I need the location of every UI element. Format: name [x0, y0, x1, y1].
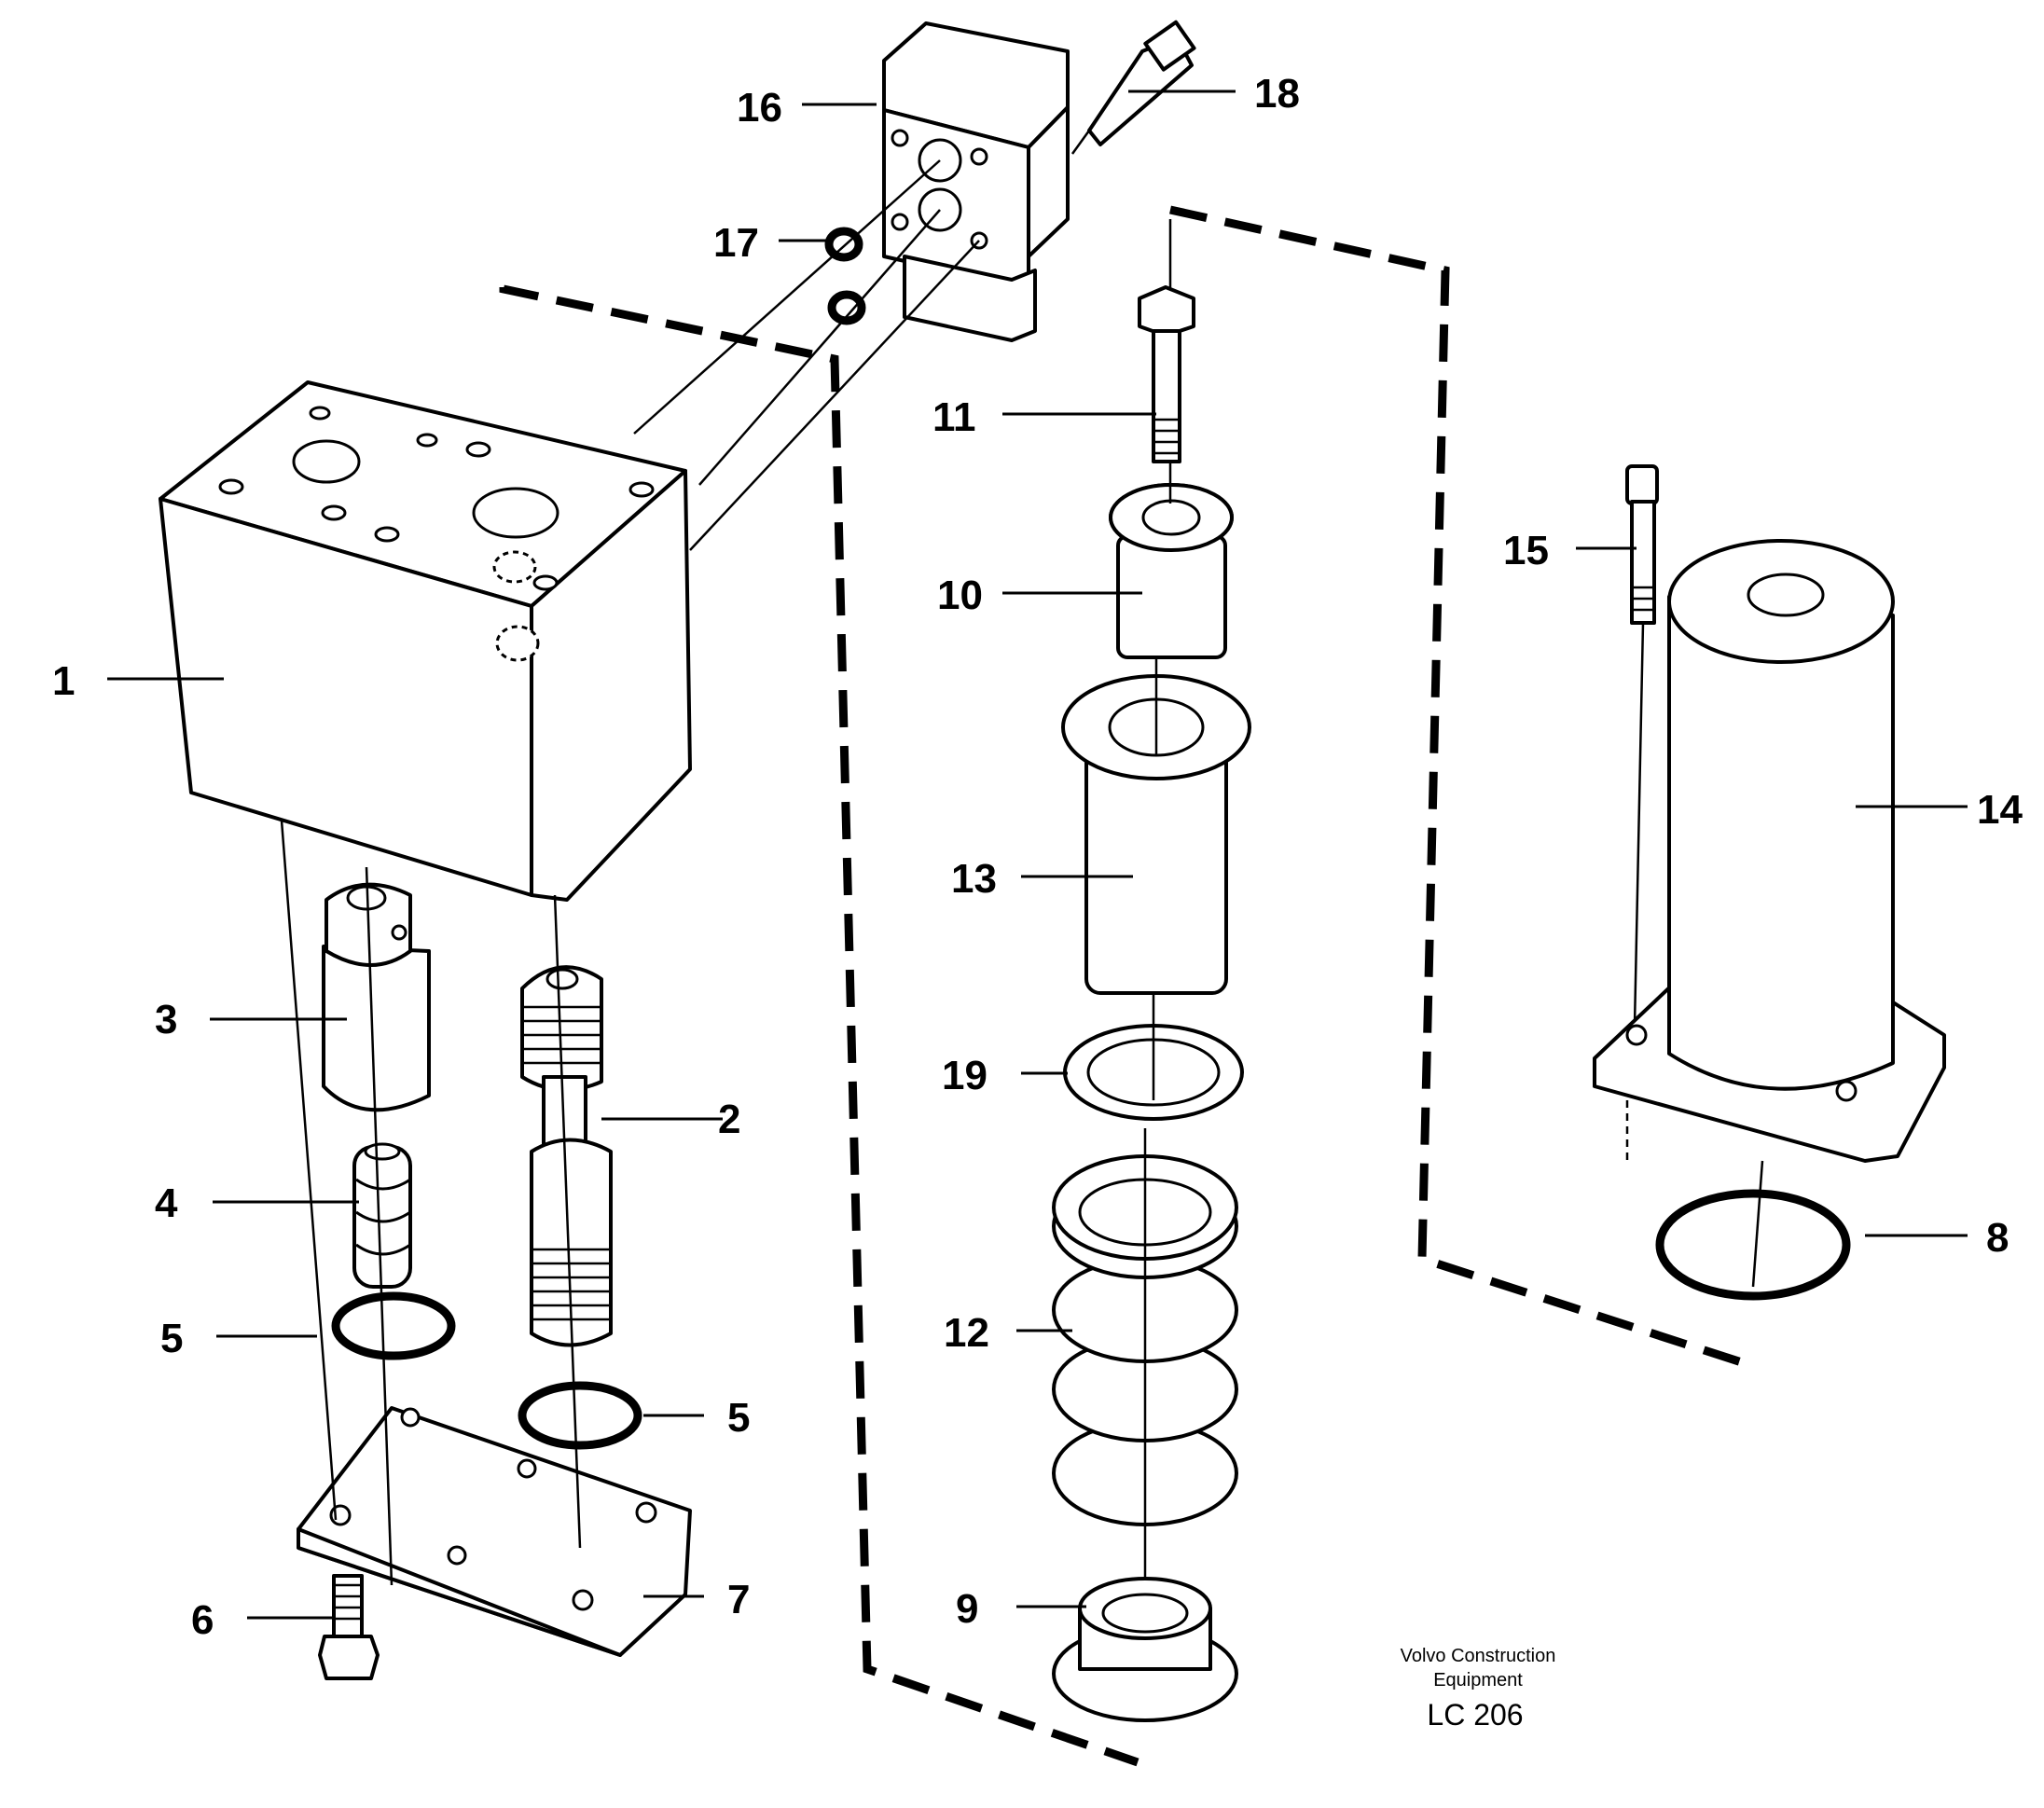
callout-18: 18	[1254, 71, 1300, 117]
part-1-valve-housing	[159, 380, 692, 902]
part-10-sleeve	[1109, 483, 1234, 659]
credit-line-2: Equipment	[1433, 1670, 1523, 1691]
callout-8: 8	[1986, 1215, 2009, 1261]
drawing-code: LC 206	[1427, 1698, 1523, 1732]
callout-11: 11	[932, 394, 976, 440]
callout-9: 9	[956, 1586, 978, 1632]
assembly-group-outline-right	[1169, 205, 1755, 1371]
callout-6: 6	[191, 1597, 214, 1643]
part-3-plug	[322, 882, 431, 1112]
callout-15: 15	[1503, 528, 1549, 573]
callout-1: 1	[52, 658, 75, 704]
callout-14: 14	[1977, 787, 2023, 833]
part-14-cylinder	[1593, 539, 1946, 1166]
callout-19: 19	[942, 1053, 987, 1098]
assembly-lines-center-group	[1152, 462, 1172, 1100]
part-6-bolt	[318, 1574, 380, 1680]
callout-7: 7	[727, 1577, 750, 1622]
part-8-o-ring	[1655, 1160, 1851, 1301]
part-17-o-rings	[824, 227, 866, 325]
callout-2: 2	[718, 1097, 740, 1142]
part-15-screw	[1625, 464, 1659, 1027]
callout-4: 4	[155, 1180, 178, 1226]
assembly-group-outline-left	[499, 284, 1139, 1767]
callout-5a: 5	[160, 1316, 183, 1361]
callout-13: 13	[951, 856, 997, 902]
credit-line-1: Volvo Construction	[1401, 1646, 1556, 1666]
assembly-lines-left-group	[280, 820, 582, 1586]
part-11-bolt	[1138, 219, 1195, 463]
part-12-coil-spring	[1052, 1128, 1238, 1585]
callout-17: 17	[713, 220, 759, 266]
callout-16: 16	[737, 85, 782, 131]
callout-12: 12	[944, 1310, 989, 1356]
assembly-lines-16-to-1	[633, 159, 980, 551]
leader-lines	[107, 90, 1968, 1620]
part-9-bottom-seat	[1052, 1577, 1238, 1722]
part-5-o-ring-left	[331, 1291, 456, 1360]
part-7-cover-plate	[297, 1406, 692, 1657]
part-16-solenoid-block	[882, 21, 1070, 342]
part-2-valve-spool	[520, 965, 613, 1347]
part-4-spring	[352, 1142, 412, 1289]
callout-10: 10	[937, 573, 983, 618]
part-18-screw	[1070, 20, 1196, 155]
callout-5b: 5	[727, 1395, 750, 1441]
part-5-o-ring-right	[518, 1381, 642, 1450]
callout-3: 3	[155, 997, 177, 1042]
